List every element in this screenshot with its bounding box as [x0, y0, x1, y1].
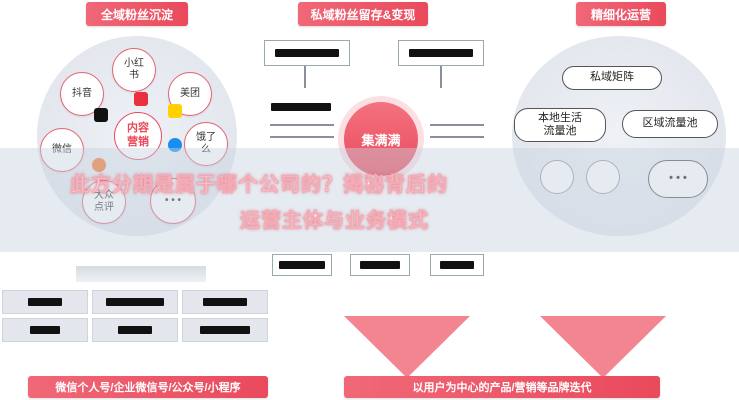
footer-user-centric: 以用户为中心的产品/营销等品牌迭代: [344, 376, 660, 398]
header-private-retention: 私域粉丝留存&变现: [298, 2, 428, 26]
bottom-box-1: [272, 254, 332, 276]
bottom-left-table: [2, 290, 272, 342]
table-cell-5: [92, 318, 178, 342]
mid-left-arrow-bottom: [270, 136, 334, 138]
header-refined-operation: 精细化运营: [576, 2, 666, 26]
pill-more: • • •: [648, 160, 708, 198]
header-fan-accumulation: 全域粉丝沉淀: [86, 2, 188, 26]
tiktok-icon: [94, 108, 108, 122]
table-cell-6: [182, 318, 268, 342]
pill-regional-pool: 区域流量池: [622, 110, 718, 138]
mid-left-box: [266, 98, 336, 116]
right-small-bubble: [540, 160, 574, 194]
pill-local-life-pool: 本地生活 流量池: [514, 108, 606, 142]
right-small-bubble-2: [586, 160, 620, 194]
overlay-title-line1: 此方分期是属于哪个公司的？揭秘背后的: [70, 174, 448, 197]
table-cell-2: [92, 290, 178, 314]
table-cell-3: [182, 290, 268, 314]
top-left-box: [264, 40, 350, 66]
eleme-icon: [168, 138, 182, 152]
table-cell-4: [2, 318, 88, 342]
mid-right-arrow-top: [430, 124, 484, 126]
jimanman-core: 集满满: [344, 102, 418, 176]
top-right-arrow-down: [440, 66, 442, 88]
xiaohongshu-icon: [134, 92, 148, 106]
mid-left-arrow-top: [270, 124, 334, 126]
mid-right-arrow-bottom: [430, 136, 484, 138]
bubble-xiaohongshu: 小红 书: [112, 48, 156, 92]
overlay-title-line2: 运营主体与业务模式: [240, 210, 429, 233]
content-marketing-core: 内容 营销: [114, 112, 162, 160]
top-right-box: [398, 40, 484, 66]
bottom-box-2: [350, 254, 410, 276]
bubble-more: • • •: [150, 178, 196, 224]
top-left-arrow-down: [304, 66, 306, 88]
funnel-triangle-right: [540, 316, 666, 378]
dianping-icon: [92, 158, 106, 172]
funnel-triangle-left: [344, 316, 470, 378]
table-cell-1: [2, 290, 88, 314]
pill-private-matrix: 私域矩阵: [562, 66, 662, 90]
footer-wechat-channels: 微信个人号/企业微信号/公众号/小程序: [28, 376, 268, 398]
bottom-box-3: [430, 254, 484, 276]
bubble-weixin: 微信: [40, 128, 84, 172]
overlay-band: [0, 148, 739, 252]
bubble-dazhong: 大众 点评: [82, 180, 126, 224]
meituan-icon: [168, 104, 182, 118]
bottom-left-triangle: [76, 266, 206, 282]
bubble-eleme: 饿了 么: [184, 122, 228, 166]
